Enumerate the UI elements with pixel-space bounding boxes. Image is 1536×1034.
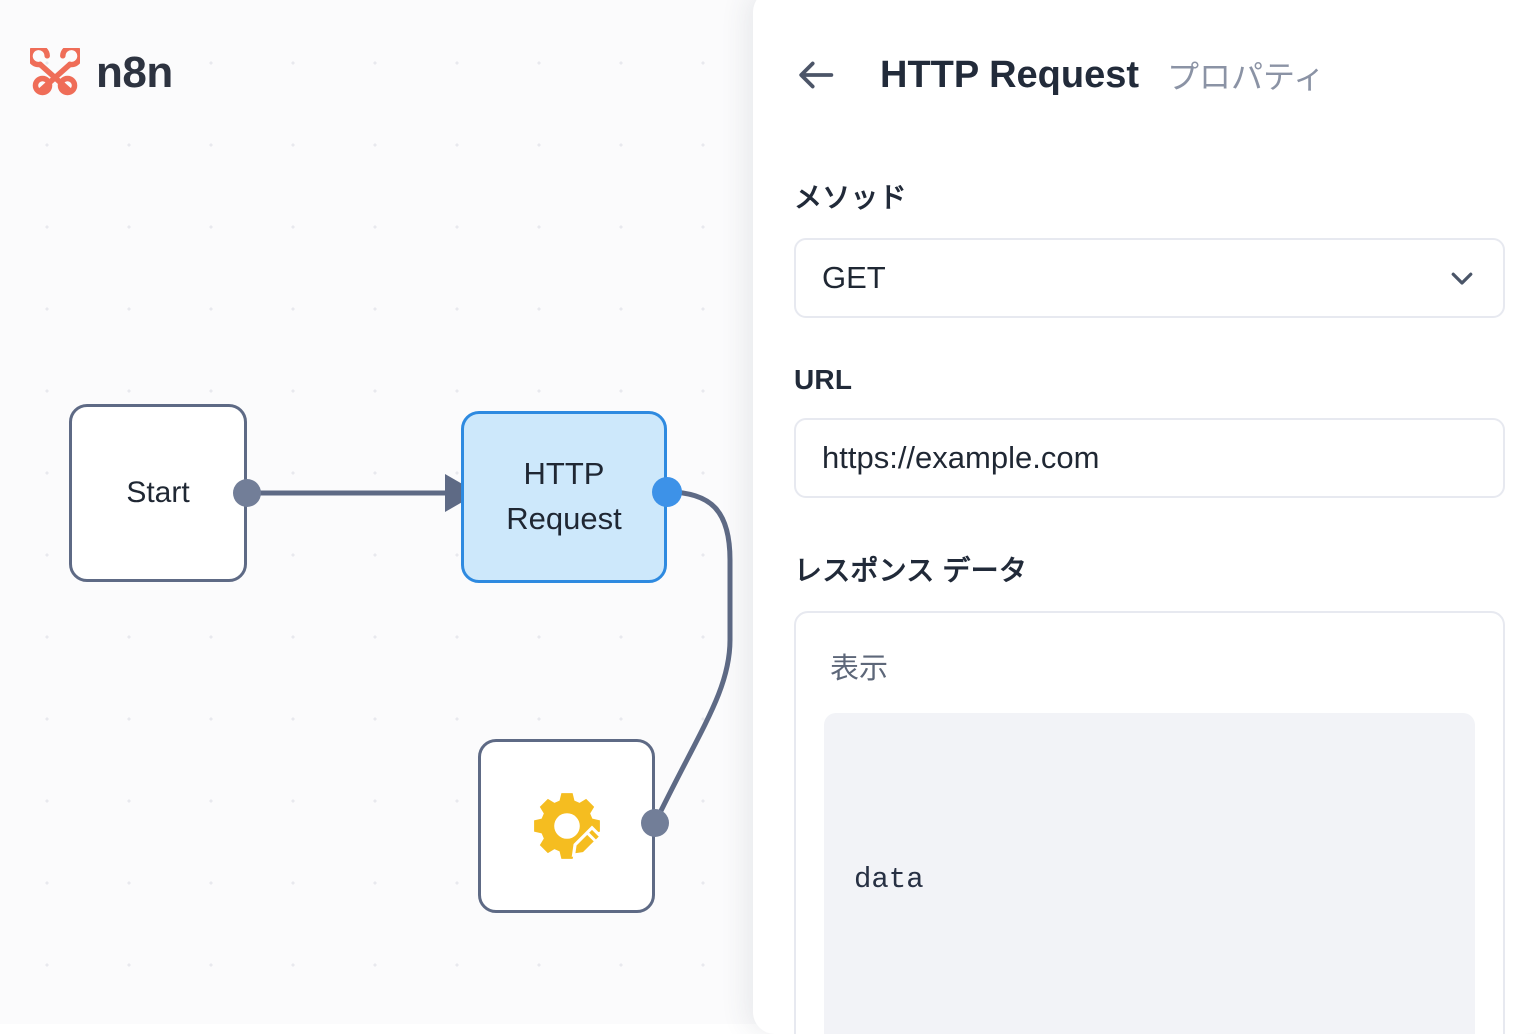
node-start-label: Start — [126, 476, 190, 510]
panel-subtitle: プロパティ — [1167, 59, 1326, 95]
node-set[interactable] — [478, 739, 655, 913]
response-data-caption: 表示 — [830, 653, 889, 685]
method-select-value: GET — [822, 260, 886, 295]
field-method: メソッド GET — [794, 176, 1505, 318]
response-code-block[interactable]: data { . . . } . . . } — [824, 713, 1475, 1034]
n8n-logo-text: n8n — [96, 48, 173, 97]
chevron-down-icon[interactable] — [1447, 263, 1477, 293]
panel-header: HTTP Request プロパティ — [794, 52, 1325, 98]
method-select[interactable]: GET — [794, 238, 1505, 318]
field-response-data-label: レスポンス データ — [794, 555, 1028, 586]
code-line: data — [854, 863, 924, 897]
field-url: URL https://example.com — [794, 364, 1505, 498]
back-arrow-icon[interactable] — [794, 52, 840, 98]
node-start[interactable]: Start — [69, 404, 247, 582]
response-data-box: 表示 data { . . . } . . . } — [794, 611, 1505, 1034]
url-input-value: https://example.com — [822, 440, 1100, 475]
n8n-logo-icon — [30, 48, 80, 98]
node-http-request-output-port[interactable] — [652, 477, 682, 507]
url-input[interactable]: https://example.com — [794, 418, 1505, 498]
field-url-label: URL — [794, 364, 853, 395]
node-start-output-port[interactable] — [233, 479, 261, 507]
field-response-data: レスポンス データ 表示 data { . . . } . . . } — [794, 549, 1505, 1034]
page-title: HTTP Request — [880, 53, 1140, 96]
gear-pencil-icon — [528, 787, 606, 865]
properties-panel: HTTP Request プロパティ メソッド GET URL https://… — [753, 0, 1536, 1034]
field-method-label: メソッド — [794, 182, 907, 213]
node-set-output-port[interactable] — [641, 809, 669, 837]
n8n-logo: n8n — [30, 48, 173, 98]
